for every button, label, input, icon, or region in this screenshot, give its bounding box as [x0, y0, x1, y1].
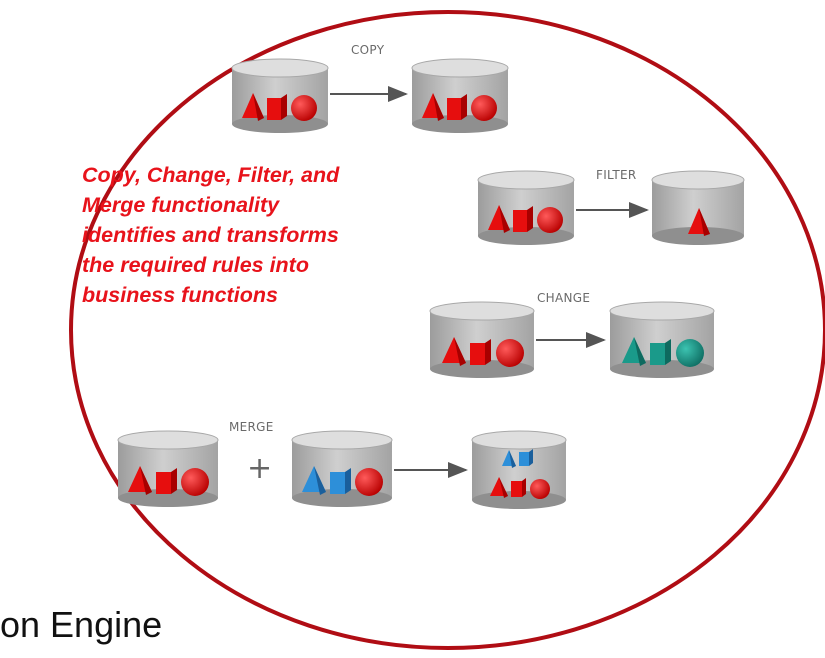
merge-label: MERGE [229, 420, 274, 434]
plus-sign: + [247, 451, 273, 486]
cylinder-source-icon [231, 58, 329, 133]
cylinder-source-b-icon [291, 430, 393, 507]
cylinder-source-icon [429, 301, 535, 378]
cylinder-source-icon [477, 170, 575, 245]
caption-line: identifies and transforms [82, 223, 339, 247]
cylinder-target-icon [609, 301, 715, 378]
filter-operation [477, 170, 745, 245]
caption-line: business functions [82, 283, 278, 307]
merge-operation [117, 430, 567, 509]
copy-operation [231, 58, 509, 133]
engine-title-fragment: on Engine [0, 604, 163, 645]
change-label: CHANGE [537, 291, 591, 305]
caption-line: the required rules into [82, 253, 309, 277]
cylinder-target-icon [651, 170, 745, 245]
caption-line: Merge functionality [82, 193, 280, 217]
copy-label: COPY [351, 43, 385, 57]
filter-label: FILTER [596, 168, 637, 182]
cylinder-merged-icon [471, 430, 567, 509]
cylinder-source-a-icon [117, 430, 219, 507]
caption-line: Copy, Change, Filter, and [82, 163, 340, 187]
cylinder-target-icon [411, 58, 509, 133]
scope-ellipse [69, 10, 825, 650]
change-operation [429, 301, 715, 378]
functionality-caption: Copy, Change, Filter, and Merge function… [82, 160, 442, 310]
